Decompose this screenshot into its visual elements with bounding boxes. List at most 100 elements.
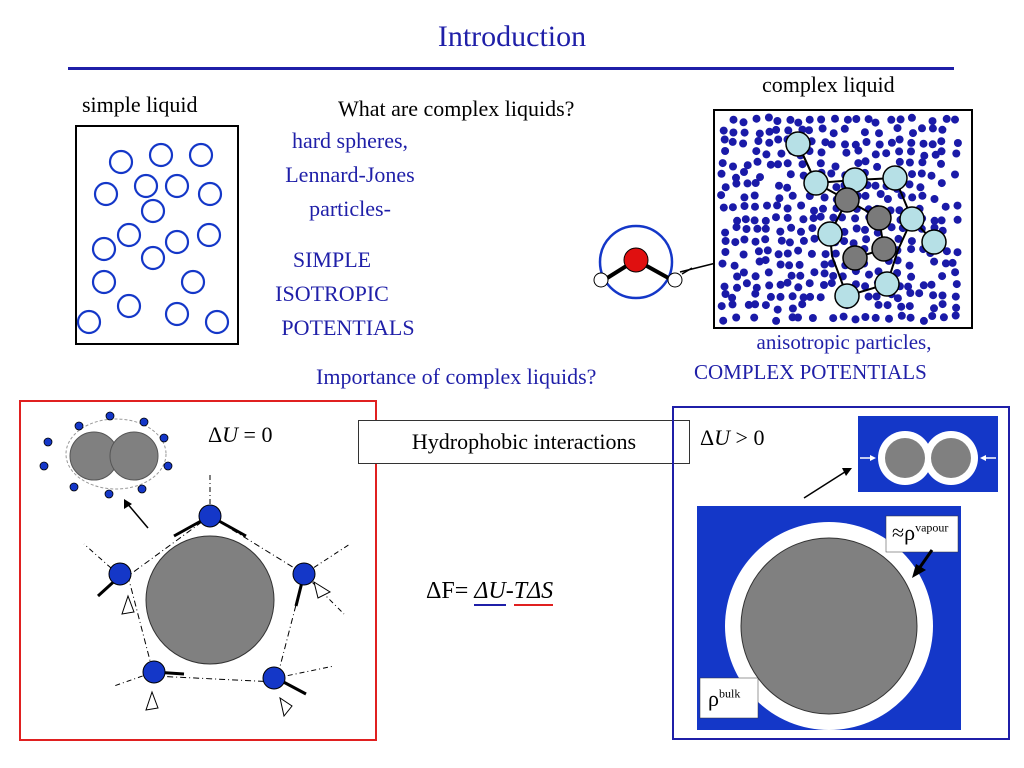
solvent-dot — [905, 302, 914, 311]
solvent-dot — [874, 300, 883, 309]
solvent-dot — [721, 183, 730, 192]
water-molecule-diagram — [593, 224, 693, 300]
solvent-dot — [873, 162, 882, 171]
ring-particle — [803, 170, 829, 196]
solvent-dot — [821, 250, 830, 259]
solvent-dot — [865, 270, 873, 279]
solvent-dot — [776, 292, 785, 301]
solvent-dot — [755, 129, 764, 138]
solvent-dot — [818, 124, 827, 133]
solvent-dot — [796, 271, 805, 280]
solvent-dot — [883, 195, 892, 203]
complex-liquid-label: complex liquid — [762, 72, 895, 97]
particle — [116, 293, 142, 319]
solvent-dot — [728, 293, 737, 302]
solvent-dot — [916, 183, 925, 192]
solvent-dot — [773, 117, 782, 125]
solvent-dot — [827, 279, 836, 288]
vapour-density-label: ≈ρvapour — [892, 520, 949, 545]
solvent-dot — [849, 239, 858, 248]
particle — [133, 173, 159, 199]
solvent-dot — [808, 224, 817, 233]
solvent-dot — [810, 234, 819, 243]
solvent-dot — [774, 135, 783, 144]
solvent-dot — [821, 138, 830, 147]
oxygen-atom — [623, 247, 649, 273]
solvent-dot — [953, 248, 962, 257]
solvent-dot — [732, 223, 741, 232]
solvent-dot — [751, 300, 760, 309]
solvent-dot — [918, 191, 927, 200]
solvent-dot — [931, 150, 940, 159]
solvent-dot — [941, 202, 950, 211]
solvent-dot — [937, 147, 946, 156]
solvent-dot — [928, 124, 937, 133]
solvent-dot — [952, 149, 961, 158]
solvent-dot — [919, 281, 928, 290]
ring-particle — [899, 206, 925, 232]
solvent-dot — [731, 238, 740, 247]
solvent-dot — [907, 138, 916, 147]
core-particle — [834, 187, 860, 213]
solvent-dot — [787, 223, 796, 232]
t-delta-s-term: TΔS — [513, 578, 554, 606]
solvent-dot — [729, 115, 738, 124]
particle — [76, 309, 102, 335]
simple-liquid-label: simple liquid — [82, 92, 198, 117]
solvent-dot — [774, 250, 783, 259]
solvent-dot — [843, 115, 852, 124]
solvent-dot — [907, 147, 915, 156]
solvent-dot — [928, 117, 937, 126]
solvent-dot — [937, 137, 946, 146]
solvent-dot — [752, 114, 761, 123]
question-text: What are complex liquids? — [338, 96, 575, 121]
solvent-dot — [785, 238, 794, 247]
solvent-dot — [719, 203, 728, 212]
solvent-dot — [942, 114, 951, 123]
solvent-dot — [918, 158, 927, 167]
particle — [91, 236, 117, 262]
solvent-dot — [754, 247, 763, 256]
solvent-dot — [752, 283, 761, 292]
solvent-dot — [752, 147, 761, 156]
solvent-dot — [806, 292, 815, 301]
solvent-dot — [875, 140, 884, 149]
solvent-dot — [788, 292, 797, 301]
solvent-dot — [897, 302, 906, 311]
solvent-dot — [951, 115, 959, 124]
solvent-dot — [860, 128, 869, 137]
solvent-dot — [740, 202, 749, 210]
solvent-dot — [777, 236, 786, 245]
solvent-dot — [728, 203, 737, 212]
solvent-dot — [952, 303, 961, 312]
solvent-dot — [930, 195, 939, 203]
solvent-dot — [896, 115, 905, 124]
solvent-dot — [788, 191, 797, 200]
solvent-dot — [788, 304, 797, 313]
complex-liquid-diagram — [713, 109, 973, 329]
solvent-dot — [729, 128, 738, 137]
complex-potentials-text: COMPLEX POTENTIALS — [694, 360, 927, 384]
solvent-dot — [887, 223, 896, 232]
particle — [188, 142, 214, 168]
solvent-dot — [861, 313, 870, 321]
solvent-dot — [820, 269, 829, 278]
solvent-dot — [772, 316, 781, 325]
solvent-dot — [795, 260, 804, 269]
solvent-dot — [751, 289, 760, 298]
anisotropic-text: anisotropic particles, — [756, 330, 932, 354]
solvent-dot — [831, 114, 839, 123]
solvent-dot — [717, 191, 726, 200]
solvent-dot — [816, 212, 825, 221]
solvent-dot — [829, 213, 838, 222]
solvent-dot — [820, 260, 829, 269]
solute-sphere — [145, 535, 275, 665]
particle — [140, 198, 166, 224]
solvent-dot — [739, 118, 748, 127]
solvent-dot — [887, 138, 896, 147]
solvent-dot — [808, 314, 817, 322]
solvent-dot — [775, 194, 784, 203]
solvent-dot — [953, 201, 962, 210]
core-particle — [866, 205, 892, 231]
solvent-dot — [930, 257, 939, 266]
